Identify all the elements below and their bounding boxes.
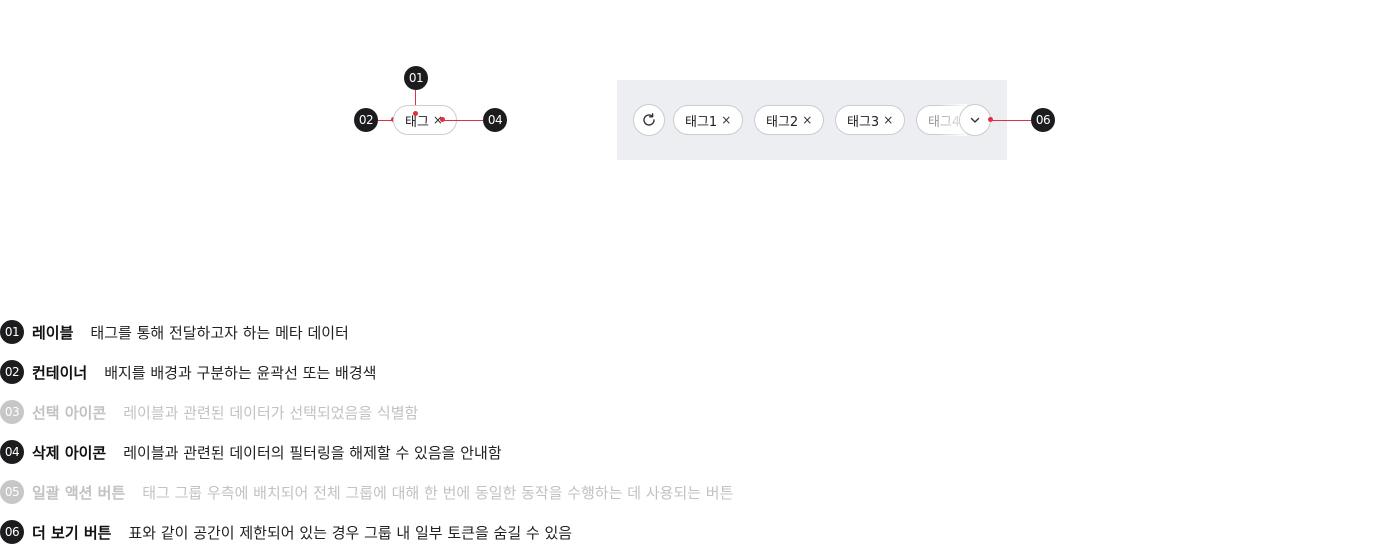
legend-title: 컨테이너 bbox=[32, 363, 88, 382]
legend-item-02: 02 컨테이너 배지를 배경과 구분하는 윤곽선 또는 배경색 bbox=[0, 360, 376, 384]
refresh-button[interactable] bbox=[633, 104, 665, 136]
legend-number: 06 bbox=[0, 520, 24, 544]
legend-title: 레이블 bbox=[32, 323, 74, 342]
legend-item-03: 03 선택 아이콘 레이블과 관련된 데이터가 선택되었음을 식별함 bbox=[0, 400, 418, 424]
tag-chip-2[interactable]: 태그2 × bbox=[754, 105, 825, 135]
tag-group-container: 태그1 × 태그2 × 태그3 × 태그4 bbox=[617, 80, 1007, 160]
close-icon[interactable]: × bbox=[802, 113, 813, 127]
leader-dot-04 bbox=[440, 117, 445, 122]
leader-line-02 bbox=[378, 120, 394, 121]
leader-dot-01 bbox=[413, 111, 418, 116]
marker-01: 01 bbox=[404, 66, 428, 90]
legend-description: 태그를 통해 전달하고자 하는 메타 데이터 bbox=[90, 323, 349, 342]
tag-label: 태그3 bbox=[847, 114, 880, 130]
legend-number: 04 bbox=[0, 440, 24, 464]
legend-description: 레이블과 관련된 데이터가 선택되었음을 식별함 bbox=[123, 403, 419, 422]
close-icon[interactable]: × bbox=[883, 113, 894, 127]
refresh-icon bbox=[643, 113, 655, 126]
legend-title: 선택 아이콘 bbox=[32, 403, 107, 422]
legend-description: 표와 같이 공간이 제한되어 있는 경우 그룹 내 일부 토큰을 숨길 수 있음 bbox=[128, 523, 573, 542]
legend-number: 05 bbox=[0, 480, 24, 504]
marker-02: 02 bbox=[354, 108, 378, 132]
legend-title: 더 보기 버튼 bbox=[32, 523, 112, 542]
tag-label: 태그 bbox=[405, 114, 429, 130]
legend-item-04: 04 삭제 아이콘 레이블과 관련된 데이터의 필터링을 해제할 수 있음을 안… bbox=[0, 440, 502, 464]
legend-item-06: 06 더 보기 버튼 표와 같이 공간이 제한되어 있는 경우 그룹 내 일부 … bbox=[0, 520, 572, 544]
legend-item-01: 01 레이블 태그를 통해 전달하고자 하는 메타 데이터 bbox=[0, 320, 349, 344]
legend-description: 배지를 배경과 구분하는 윤곽선 또는 배경색 bbox=[104, 363, 377, 382]
legend-title: 삭제 아이콘 bbox=[32, 443, 107, 462]
tag-label: 태그2 bbox=[766, 114, 799, 130]
leader-dot-06 bbox=[988, 117, 993, 122]
leader-line-01 bbox=[415, 90, 416, 114]
tag-label: 태그1 bbox=[685, 114, 718, 130]
chevron-down-icon bbox=[970, 117, 980, 123]
legend-description: 레이블과 관련된 데이터의 필터링을 해제할 수 있음을 안내함 bbox=[123, 443, 502, 462]
legend-number: 01 bbox=[0, 320, 24, 344]
marker-06: 06 bbox=[1031, 108, 1055, 132]
legend-item-05: 05 일괄 액션 버튼 태그 그룹 우측에 배치되어 전체 그룹에 대해 한 번… bbox=[0, 480, 733, 504]
legend-number: 03 bbox=[0, 400, 24, 424]
close-icon[interactable]: × bbox=[432, 113, 443, 127]
marker-04: 04 bbox=[483, 108, 507, 132]
leader-line-06 bbox=[991, 120, 1031, 121]
legend-title: 일괄 액션 버튼 bbox=[32, 483, 126, 502]
leader-line-04 bbox=[443, 120, 483, 121]
legend-description: 태그 그룹 우측에 배치되어 전체 그룹에 대해 한 번에 동일한 동작을 수행… bbox=[142, 483, 734, 502]
close-icon[interactable]: × bbox=[721, 113, 732, 127]
legend-number: 02 bbox=[0, 360, 24, 384]
more-button[interactable] bbox=[959, 104, 991, 136]
tag-chip-1[interactable]: 태그1 × bbox=[673, 105, 744, 135]
tag-chip-3[interactable]: 태그3 × bbox=[835, 105, 906, 135]
